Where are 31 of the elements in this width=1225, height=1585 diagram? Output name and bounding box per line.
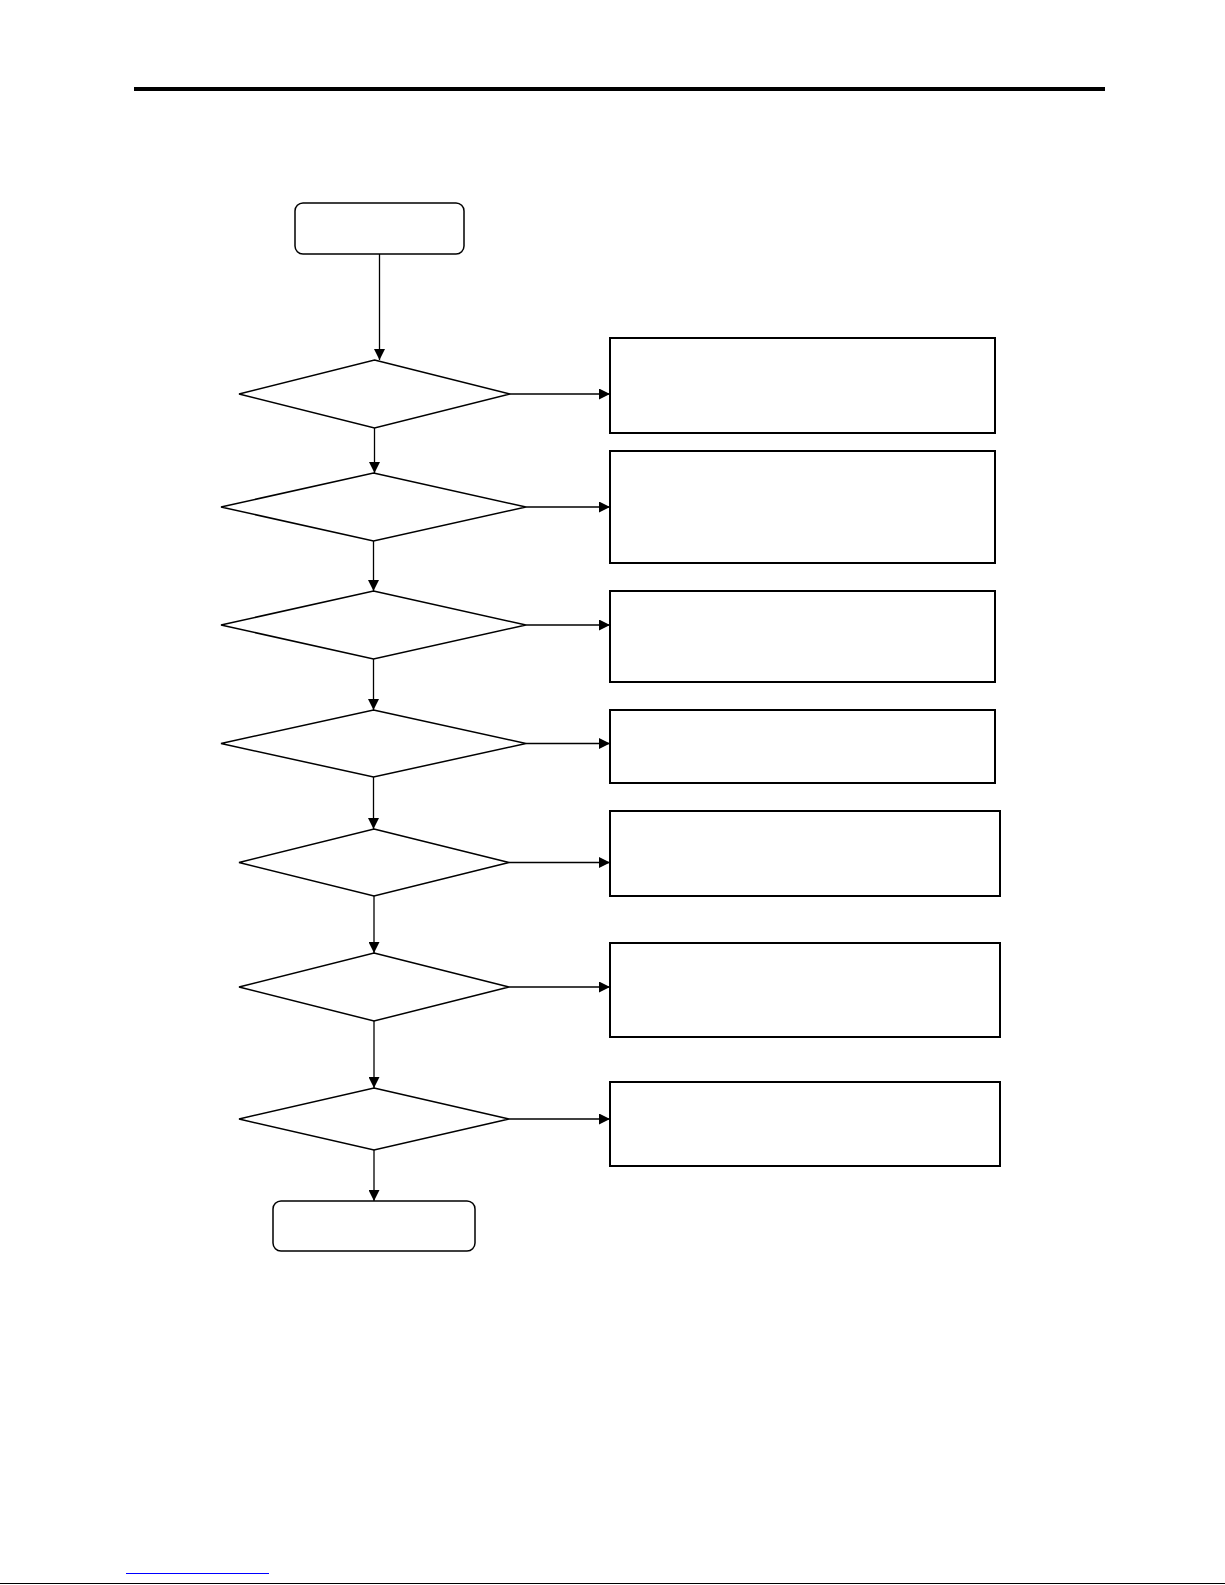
terminal-box [272,1200,476,1252]
process-box [609,450,996,564]
arrow [368,1149,380,1202]
arrow [374,253,385,361]
arrow [368,1020,380,1089]
process-box [609,942,1001,1038]
arrow [369,427,380,474]
arrow [525,619,611,631]
decision-diamond [238,359,511,429]
process-box [609,590,996,683]
arrow [525,738,611,749]
arrow [525,501,611,513]
decision-diamond [220,472,527,542]
process-box [609,337,996,434]
arrow [368,895,380,954]
arrow [368,540,379,592]
process-box [609,1081,1001,1167]
arrow [508,857,611,868]
arrow [508,1113,611,1125]
decision-diamond [220,709,527,778]
decision-diamond [220,590,527,660]
arrow [509,388,611,400]
arrow [368,658,379,711]
decision-diamond [238,1087,510,1151]
arrow [368,776,379,830]
decision-diamond [238,952,510,1022]
arrow [508,981,611,993]
decision-diamond [238,828,510,897]
terminal-box [294,202,465,255]
process-box [609,709,996,784]
process-box [609,810,1001,897]
